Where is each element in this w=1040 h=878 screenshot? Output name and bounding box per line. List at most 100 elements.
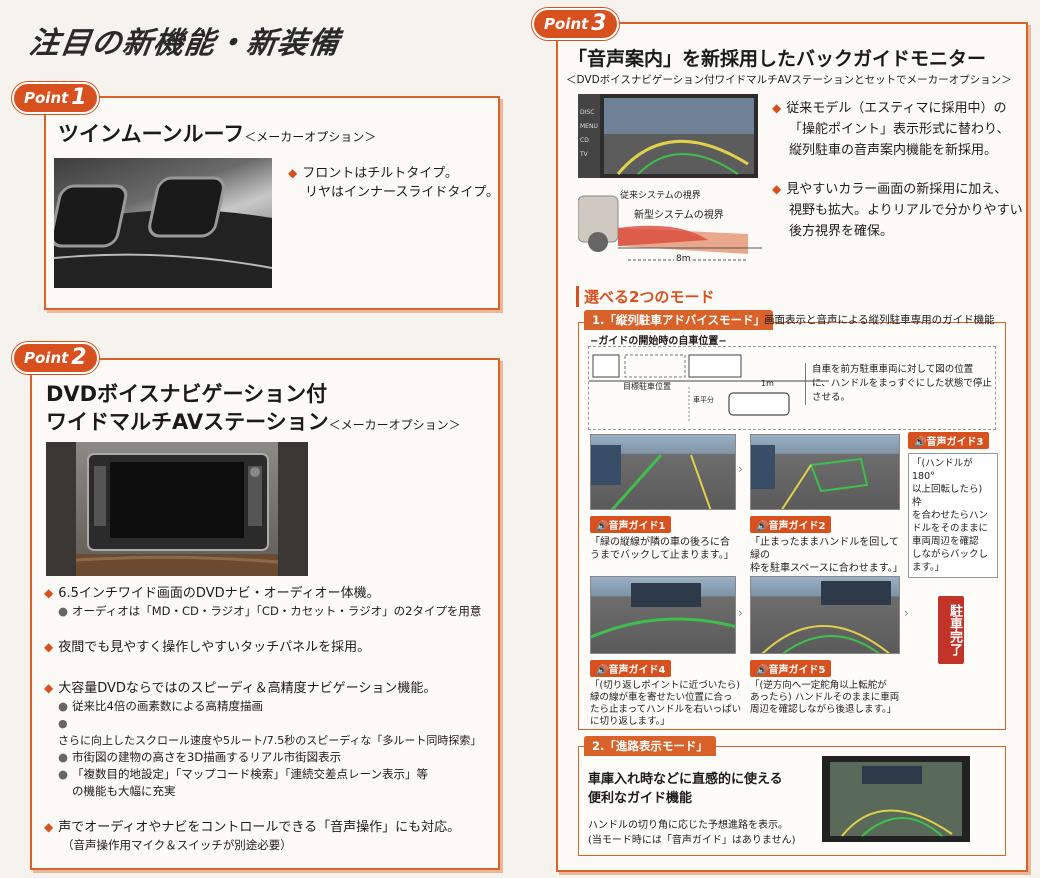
point2-sub3d: ●「複数目的地設定」「マップコード検索」「連続交差点レーン表示」等 (58, 767, 428, 781)
monitor-btn-cd[interactable]: CD (580, 137, 589, 144)
guide1-road-illustration (591, 445, 712, 509)
point2-sub3b: ●さらに向上したスクロール速度や5ルート/7.5秒のスピーディな「多ルート同時探… (58, 717, 482, 747)
fig-new-label: 新型システムの視界 (634, 210, 724, 221)
guide2-label: 🔊音声ガイド2 (750, 516, 832, 533)
point3-bullet2b: 視野も拡大。よりリアルで分かりやすい (789, 203, 1023, 218)
mode2-monitor-photo (822, 756, 970, 842)
mode2-line2: 便利なガイド機能 (588, 791, 693, 806)
start-diagram: 目標駐車位置 1m 車平分 自車を前方駐車車両に対して図の位置 に、ハンドルをま… (588, 346, 996, 430)
guide4-caption: 「(切り返しポイントに近づいたら) 緑の線が車を寄せたい位置に合っ たら止まって… (590, 680, 742, 727)
point3-badge-text: Point (544, 15, 589, 33)
point2-bullet2: ◆夜間でも見やすく操作しやすいタッチパネルを採用。 (44, 640, 371, 655)
mode2-line1: 車庫入れ時などに直感的に使える (588, 772, 783, 787)
speaker-icon: 🔊 (596, 665, 609, 676)
point2-badge-text: Point (24, 349, 69, 367)
mode2-sub2: (当モード時には「音声ガイド」はありません) (588, 835, 796, 846)
arrow-icon: › (738, 462, 743, 476)
point1-bullet1: ◆フロントはチルトタイプ。 (288, 166, 458, 181)
point3-bullet1c: 縦列駐車の音声案内機能を新採用。 (789, 143, 998, 158)
mode2-text: 車庫入れ時などに直感的に使える 便利なガイド機能 ハンドルの切り角に応じた予想進… (588, 770, 796, 846)
diamond-icon: ◆ (44, 820, 54, 834)
point1-badge-num: 1 (71, 85, 87, 110)
navi-unit-illustration (46, 442, 308, 576)
speaker-icon: 🔊 (756, 665, 769, 676)
monitor-btn-menu[interactable]: MENU (580, 123, 598, 130)
navi-photo (46, 442, 308, 576)
point2-bullet4: ◆声でオーディオやナビをコントロールできる「音声操作」にも対応。 (44, 820, 461, 835)
point2-badge-num: 2 (71, 345, 87, 370)
gap-label: 1m (761, 379, 774, 388)
arrow-icon: › (738, 606, 743, 620)
speaker-icon: 🔊 (756, 521, 769, 532)
point2-bullets: ◆6.5インチワイド画面のDVDナビ・オーディオー体機。 ●オーディオは「MD・… (44, 584, 494, 854)
mode2-monitor-illustration (830, 762, 962, 837)
guide5-image (750, 576, 900, 654)
point2-bullet1: ◆6.5インチワイド画面のDVDナビ・オーディオー体機。 (44, 586, 380, 601)
guide3-caption: 「(ハンドルが180° 以上回転したら) 枠 を合わせたらハン ドルをそのままに… (908, 453, 998, 578)
guide3-label: 🔊音声ガイド3 (908, 432, 990, 449)
diamond-icon: ◆ (44, 681, 54, 695)
point2-bullet3: ◆大容量DVDならではのスピーディ＆高精度ナビゲーション機能。 (44, 681, 437, 696)
guide4-block: 🔊音声ガイド4 「(切り返しポイントに近づいたら) 緑の線が車を寄せたい位置に合… (590, 658, 742, 728)
point1-badge-text: Point (24, 89, 69, 107)
point3-badge-num: 3 (591, 11, 607, 36)
view-figure-illustration (577, 195, 762, 261)
bullet-dot-icon: ● (58, 767, 69, 781)
guide5-caption: 「(逆方向へ一定舵角以上転舵が あったら) ハンドルそのままに車両 周辺を確認し… (750, 680, 900, 715)
diamond-icon: ◆ (44, 586, 54, 600)
guide4-road-illustration (591, 583, 735, 639)
point2-title: ワイドマルチAVステーション (46, 410, 329, 434)
guide5-block: 🔊音声ガイド5 「(逆方向へ一定舵角以上転舵が あったら) ハンドルそのままに車… (750, 658, 906, 716)
guide5-road-illustration (761, 581, 891, 653)
bullet-dot-icon: ● (58, 750, 69, 764)
point3-bullet1b: 「操舵ポイント」表示形式に替わり、 (789, 122, 1010, 137)
guide4-image (590, 576, 736, 654)
parallel-label: 車平分 (693, 396, 714, 404)
diamond-icon: ◆ (44, 640, 54, 654)
guide1-caption: 「緑の縦線が隣の車の後ろに合 うまでバックして止まります。」 (590, 537, 734, 561)
point3-bullet1a: ◆従来モデル（エスティマに採用中）の (772, 101, 1007, 116)
guide2-road-illustration (751, 445, 869, 509)
guide1-block: 🔊音声ガイド1 「緑の縦線が隣の車の後ろに合 うまでバックして止まります。」 (590, 514, 740, 562)
point2-sub4: （音声操作用マイク＆スイッチが別途必要） (62, 838, 292, 852)
start-diagram-illustration (589, 354, 829, 423)
point3-badge: Point 3 (532, 8, 619, 40)
point1-title: ツインムーンルーフ (58, 122, 245, 146)
point3-bullet2a: ◆見やすいカラー画面の新採用に加え、 (772, 182, 1008, 197)
monitor-btn-tv[interactable]: TV (580, 151, 588, 158)
guide4-label: 🔊音声ガイド4 (590, 660, 672, 677)
mode2-tab: 2.「進路表示モード」 (584, 736, 716, 756)
point3-bullets: ◆従来モデル（エスティマに採用中）の 「操舵ポイント」表示形式に替わり、 縦列駐… (772, 98, 1023, 242)
point3-option: ＜DVDボイスナビゲーション付ワイドマルチAVステーションとセットでメーカーオプ… (566, 74, 1012, 86)
monitor-btn-disc[interactable]: DISC (580, 109, 595, 116)
back-monitor-photo: DISC MENU CD TV (578, 94, 758, 178)
start-note: 自車を前方駐車車両に対して図の位置 に、ハンドルをまっすぐにした状態で停止 させ… (805, 363, 992, 405)
point2-sub3c: ●市街図の建物の高さを3D描画するリアル市街図表示 (58, 750, 342, 764)
diamond-icon: ◆ (772, 182, 782, 196)
point2-sub1: ●オーディオは「MD・CD・ラジオ」「CD・カセット・ラジオ」の2タイプを用意 (58, 604, 482, 618)
target-label: 目標駐車位置 (623, 382, 671, 391)
monitor-buttons: DISC MENU CD TV (580, 106, 598, 162)
speaker-icon: 🔊 (596, 521, 609, 532)
point2-sub3a: ●従来比4倍の画素数による高精度描画 (58, 699, 264, 713)
fig-dist-label: 8m (674, 254, 693, 264)
view-figure: 従来システムの視界 新型システムの視界 8m (577, 184, 762, 266)
guide2-block: 🔊音声ガイド2 「止まったままハンドルを回して緑の 枠を駐車スペースに合わせます… (750, 514, 906, 575)
parking-complete-badge: 駐車完了 (938, 596, 964, 664)
modes-title: 選べる2つのモード (576, 286, 714, 307)
diamond-icon: ◆ (772, 101, 782, 115)
point3-bullet2c: 後方視界を確保。 (789, 224, 894, 239)
diamond-icon: ◆ (288, 166, 298, 180)
point1-option: ＜メーカーオプション＞ (244, 130, 377, 144)
point2-option: ＜メーカーオプション＞ (328, 418, 461, 432)
moonroof-photo (54, 158, 272, 288)
point2-title-line2: ワイドマルチAVステーション＜メーカーオプション＞ (46, 406, 461, 436)
mode2-sub1: ハンドルの切り角に応じた予想進路を表示。 (588, 820, 788, 831)
moonroof-illustration (54, 176, 272, 288)
guide2-image (750, 434, 900, 510)
point1-bullet2: リヤはインナースライドタイプ。 (305, 185, 499, 200)
start-position-heading: −ガイドの開始時の自車位置− (590, 336, 727, 347)
guide5-label: 🔊音声ガイド5 (750, 660, 832, 677)
guide1-image (590, 434, 736, 510)
back-monitor-illustration (578, 94, 754, 178)
